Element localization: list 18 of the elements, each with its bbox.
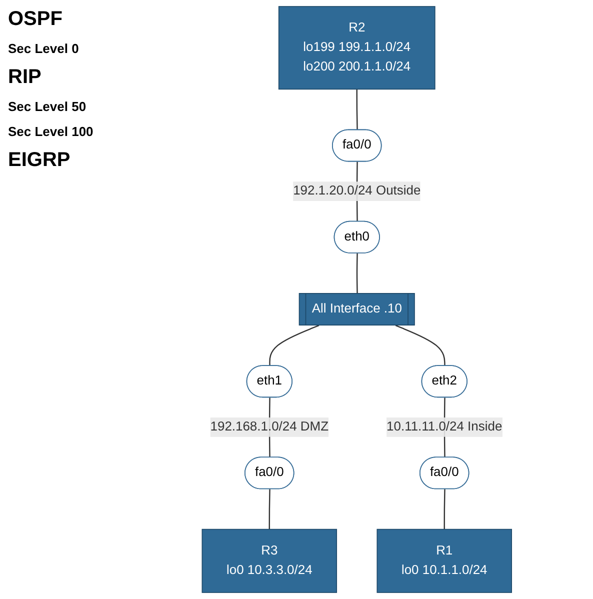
- protocol-label: RIP: [8, 66, 42, 89]
- connector: [443, 489, 445, 530]
- node-box: R2 lo199 199.1.1.0/24 lo200 200.1.1.0/24: [278, 6, 435, 90]
- connector: [395, 324, 445, 366]
- edge-label: 192.1.20.0/24 Outside: [292, 184, 420, 198]
- edge-label: 192.168.1.0/24 DMZ: [210, 420, 328, 434]
- note-label: Sec Level 100: [8, 124, 94, 139]
- protocol-label: EIGRP: [8, 149, 72, 172]
- edge-label: 10.11.11.0/24 Inside: [386, 420, 502, 434]
- connector: [268, 489, 270, 530]
- connector: [356, 89, 358, 130]
- node-box: R3 lo0 10.3.3.0/24: [201, 528, 337, 593]
- note-label: Sec Level 0: [8, 41, 80, 56]
- protocol-label: OSPF: [8, 8, 64, 31]
- note-label: Sec Level 50: [8, 99, 88, 114]
- connector: [356, 253, 358, 294]
- node-box: R1 lo0 10.1.1.0/24: [376, 528, 512, 593]
- connector: [268, 324, 319, 366]
